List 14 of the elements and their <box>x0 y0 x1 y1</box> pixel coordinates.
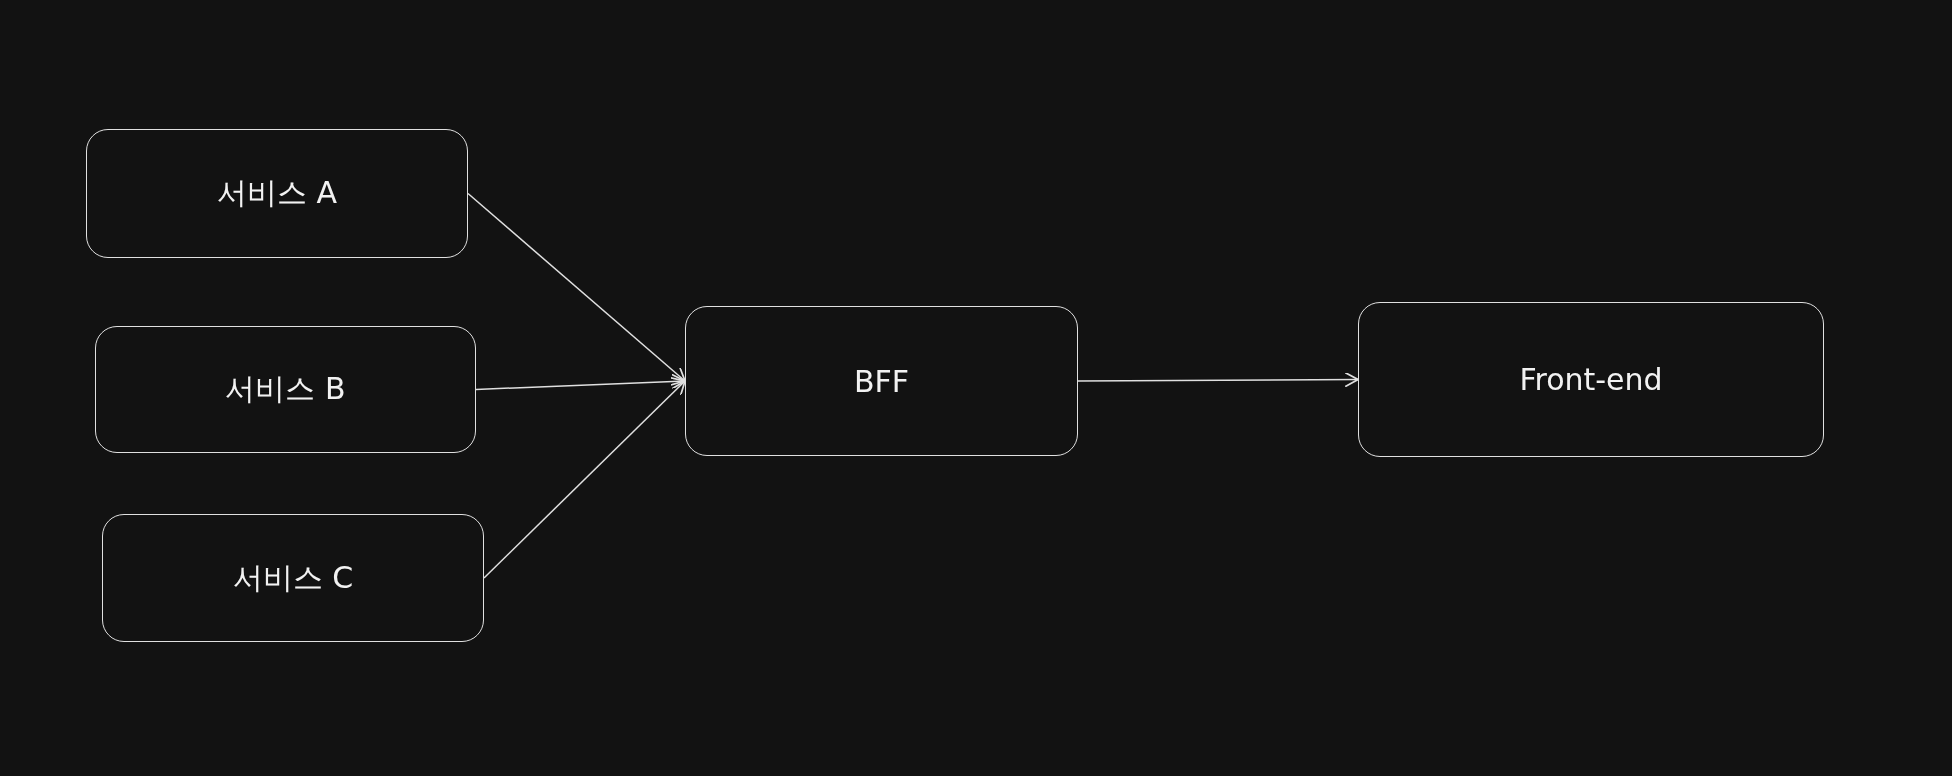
arrow <box>1077 371 1359 388</box>
process-box <box>1358 302 1824 457</box>
box-label: 서비스 A <box>216 174 338 212</box>
box-label: 서비스 B <box>225 370 346 408</box>
arrow <box>467 192 686 382</box>
process-box <box>685 306 1078 456</box>
arrow <box>475 373 686 391</box>
box-label: BFF <box>853 363 910 399</box>
process-box <box>86 129 468 258</box>
process-box <box>95 326 476 453</box>
process-box <box>102 514 484 642</box>
box-label: 서비스 C <box>232 558 354 597</box>
arrow <box>483 380 686 579</box>
box-label: Front-end <box>1519 362 1663 397</box>
